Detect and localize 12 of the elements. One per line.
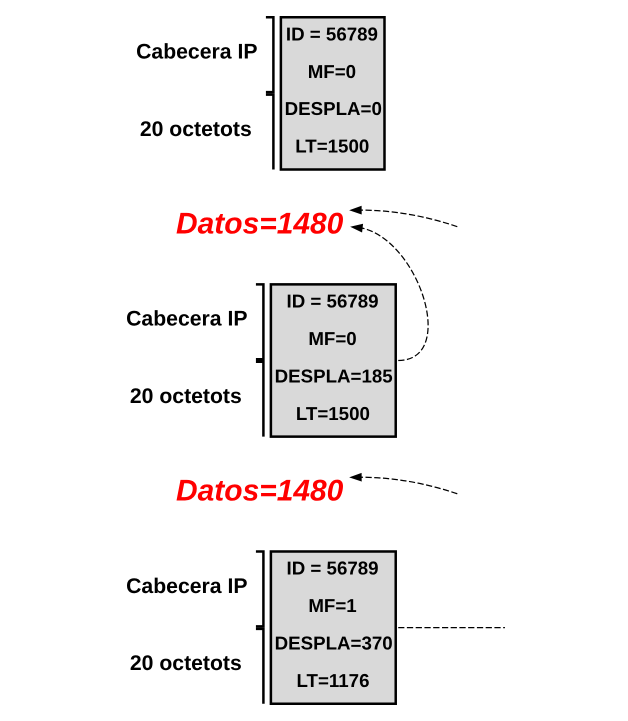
arrow xyxy=(348,472,457,494)
node-label: Cabecera IP xyxy=(126,308,248,331)
arrow xyxy=(348,206,457,228)
arrow xyxy=(350,224,428,362)
node-label: 20 octetots xyxy=(129,652,242,676)
node-label: 20 octetots xyxy=(129,385,242,408)
node-label: 20 octetots xyxy=(139,118,252,141)
node-label: Cabecera IP xyxy=(136,40,258,64)
node-text: Datos=1480 xyxy=(176,474,343,508)
connector xyxy=(398,626,504,628)
node-text: Datos=1480 xyxy=(176,207,343,240)
node-label: Cabecera IP xyxy=(126,574,248,598)
